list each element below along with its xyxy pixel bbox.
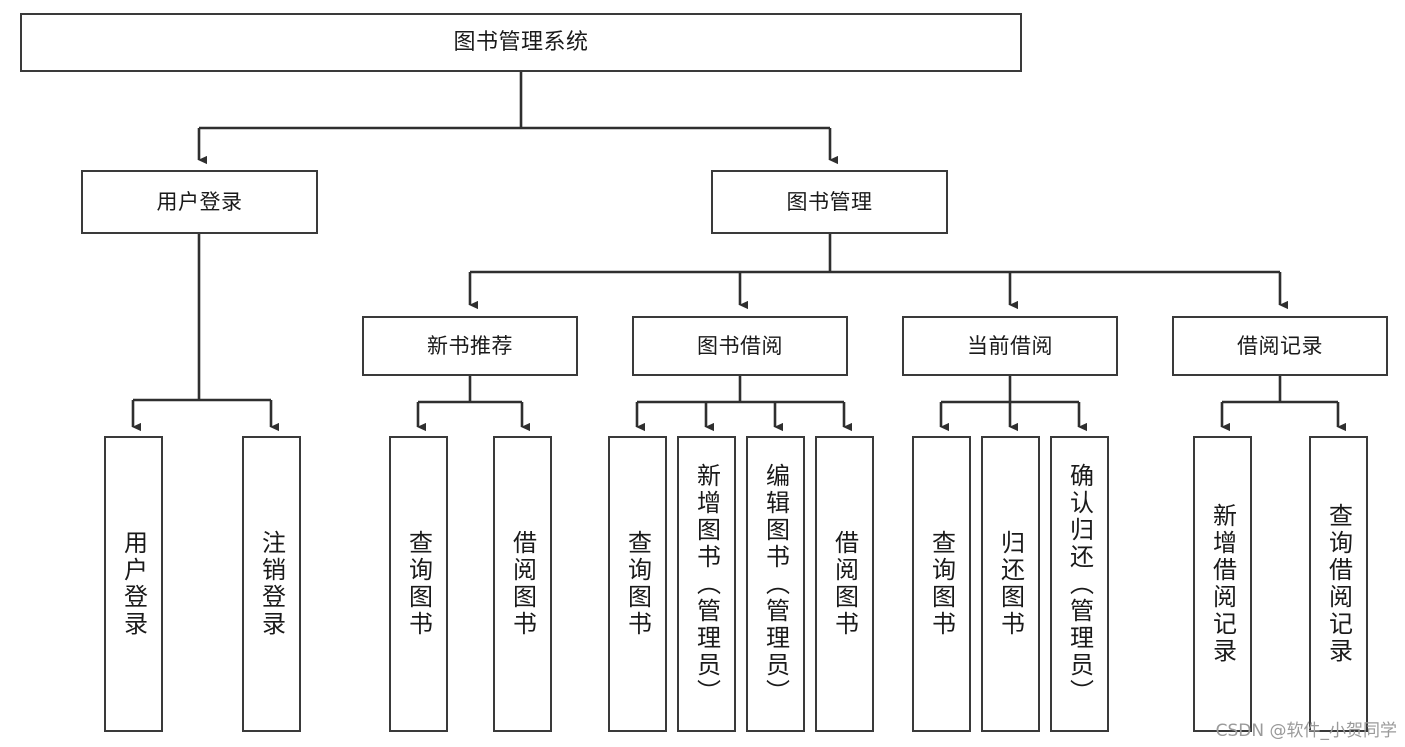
node-label: 注销登录 xyxy=(257,530,286,638)
node-label: 借阅图书 xyxy=(830,530,859,638)
leaf-user-login-logout[interactable]: 注销登录 xyxy=(242,436,301,732)
node-label: 用户登录 xyxy=(156,189,243,214)
node-label: 借阅图书 xyxy=(508,530,537,638)
node-label: 编辑图书（管理员） xyxy=(761,462,790,706)
node-new-book-recommend[interactable]: 新书推荐 xyxy=(362,316,578,376)
node-label: 确认归还（管理员） xyxy=(1065,462,1094,706)
node-label: 查询图书 xyxy=(623,530,652,638)
csdn-watermark: CSDN @软件_小贺同学 xyxy=(1215,721,1397,741)
leaf-new-book-borrow[interactable]: 借阅图书 xyxy=(493,436,552,732)
node-label: 新增图书（管理员） xyxy=(692,462,721,706)
leaf-borrow-record-query[interactable]: 查询借阅记录 xyxy=(1309,436,1368,732)
node-user-login[interactable]: 用户登录 xyxy=(81,170,318,234)
node-book-borrow[interactable]: 图书借阅 xyxy=(632,316,848,376)
node-label: 查询图书 xyxy=(927,530,956,638)
node-label: 查询图书 xyxy=(404,530,433,638)
leaf-borrow-record-add[interactable]: 新增借阅记录 xyxy=(1193,436,1252,732)
node-book-management[interactable]: 图书管理 xyxy=(711,170,948,234)
leaf-book-borrow-query[interactable]: 查询图书 xyxy=(608,436,667,732)
node-label: 图书管理 xyxy=(786,189,873,214)
leaf-current-borrow-confirm-return[interactable]: 确认归还（管理员） xyxy=(1050,436,1109,732)
node-current-borrow[interactable]: 当前借阅 xyxy=(902,316,1118,376)
node-label: 新书推荐 xyxy=(427,333,513,358)
node-label: 当前借阅 xyxy=(967,333,1053,358)
node-root-system[interactable]: 图书管理系统 xyxy=(20,13,1022,72)
node-label: 查询借阅记录 xyxy=(1324,503,1353,665)
node-label: 图书管理系统 xyxy=(453,29,589,55)
leaf-book-borrow-add[interactable]: 新增图书（管理员） xyxy=(677,436,736,732)
leaf-current-borrow-return[interactable]: 归还图书 xyxy=(981,436,1040,732)
node-label: 用户登录 xyxy=(119,530,148,638)
leaf-book-borrow-borrow[interactable]: 借阅图书 xyxy=(815,436,874,732)
node-label: 图书借阅 xyxy=(697,333,783,358)
node-borrow-record[interactable]: 借阅记录 xyxy=(1172,316,1388,376)
node-label: 新增借阅记录 xyxy=(1208,503,1237,665)
leaf-new-book-query[interactable]: 查询图书 xyxy=(389,436,448,732)
node-label: 借阅记录 xyxy=(1237,333,1323,358)
leaf-current-borrow-query[interactable]: 查询图书 xyxy=(912,436,971,732)
node-label: 归还图书 xyxy=(996,530,1025,638)
leaf-book-borrow-edit[interactable]: 编辑图书（管理员） xyxy=(746,436,805,732)
leaf-user-login-login[interactable]: 用户登录 xyxy=(104,436,163,732)
